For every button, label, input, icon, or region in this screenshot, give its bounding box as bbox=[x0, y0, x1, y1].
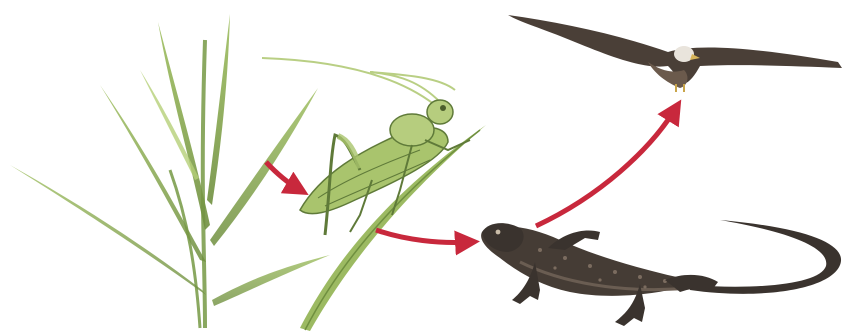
arrow-grass-to-grasshopper bbox=[266, 162, 300, 190]
eagle-icon bbox=[508, 15, 842, 92]
arrow-grasshopper-to-lizard bbox=[376, 230, 470, 243]
lizard-icon bbox=[481, 220, 841, 326]
grasshopper-icon bbox=[262, 58, 470, 235]
arrow-lizard-to-bird bbox=[536, 108, 676, 226]
grass-icon bbox=[10, 14, 330, 328]
